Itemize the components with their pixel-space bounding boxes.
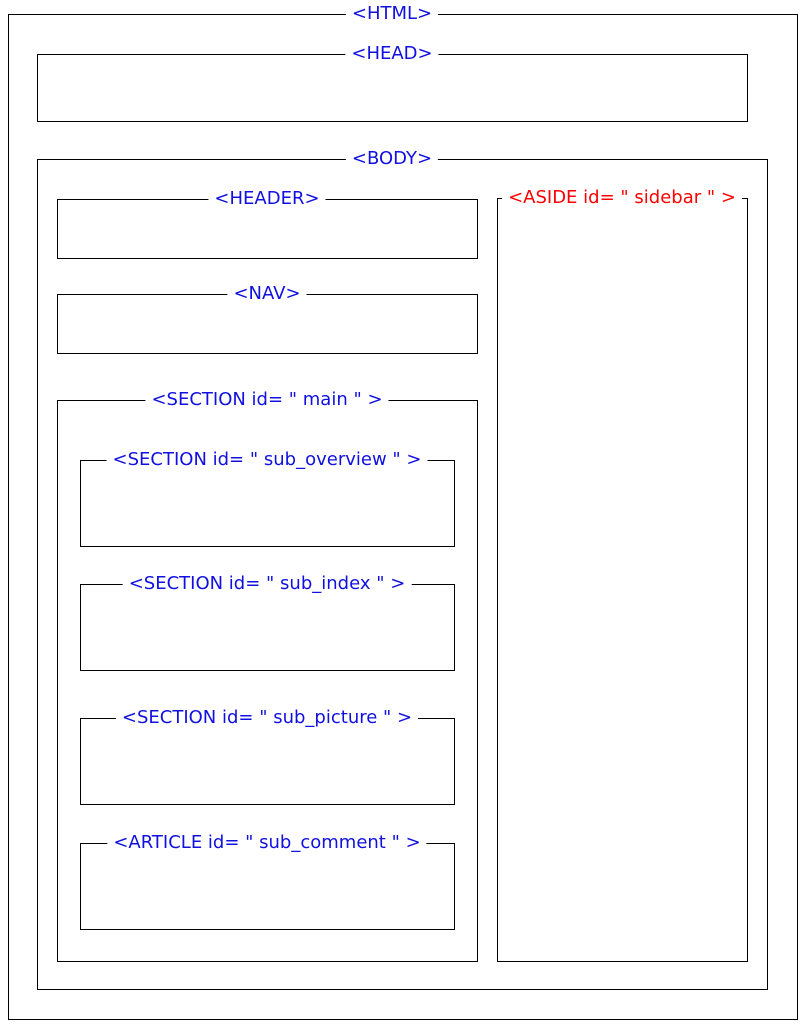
sub-picture-box: <SECTION id= " sub_picture " > (80, 707, 455, 805)
header-box: <HEADER> (57, 188, 478, 259)
head-label: <HEAD> (345, 43, 439, 65)
aside-sidebar-box: <ASIDE id= " sidebar " > (497, 187, 748, 962)
nav-label: <NAV> (227, 283, 307, 305)
sub-overview-box: <SECTION id= " sub_overview " > (80, 449, 455, 547)
nav-box: <NAV> (57, 283, 478, 354)
html-box: <HTML> (8, 3, 798, 1020)
sub-picture-label: <SECTION id= " sub_picture " > (115, 707, 419, 729)
body-label: <BODY> (345, 148, 439, 170)
section-main-label: <SECTION id= " main " > (145, 389, 389, 411)
sub-overview-label: <SECTION id= " sub_overview " > (106, 449, 428, 471)
sub-comment-label: <ARTICLE id= " sub_comment " > (107, 832, 427, 854)
sub-comment-box: <ARTICLE id= " sub_comment " > (80, 832, 455, 930)
sub-index-box: <SECTION id= " sub_index " > (80, 573, 455, 671)
section-main-box: <SECTION id= " main " > (57, 389, 478, 962)
body-box: <BODY> (37, 148, 768, 990)
header-label: <HEADER> (208, 188, 326, 210)
sub-index-label: <SECTION id= " sub_index " > (122, 573, 412, 595)
html-label: <HTML> (345, 3, 439, 25)
head-box: <HEAD> (37, 43, 748, 122)
aside-sidebar-label: <ASIDE id= " sidebar " > (502, 187, 742, 209)
